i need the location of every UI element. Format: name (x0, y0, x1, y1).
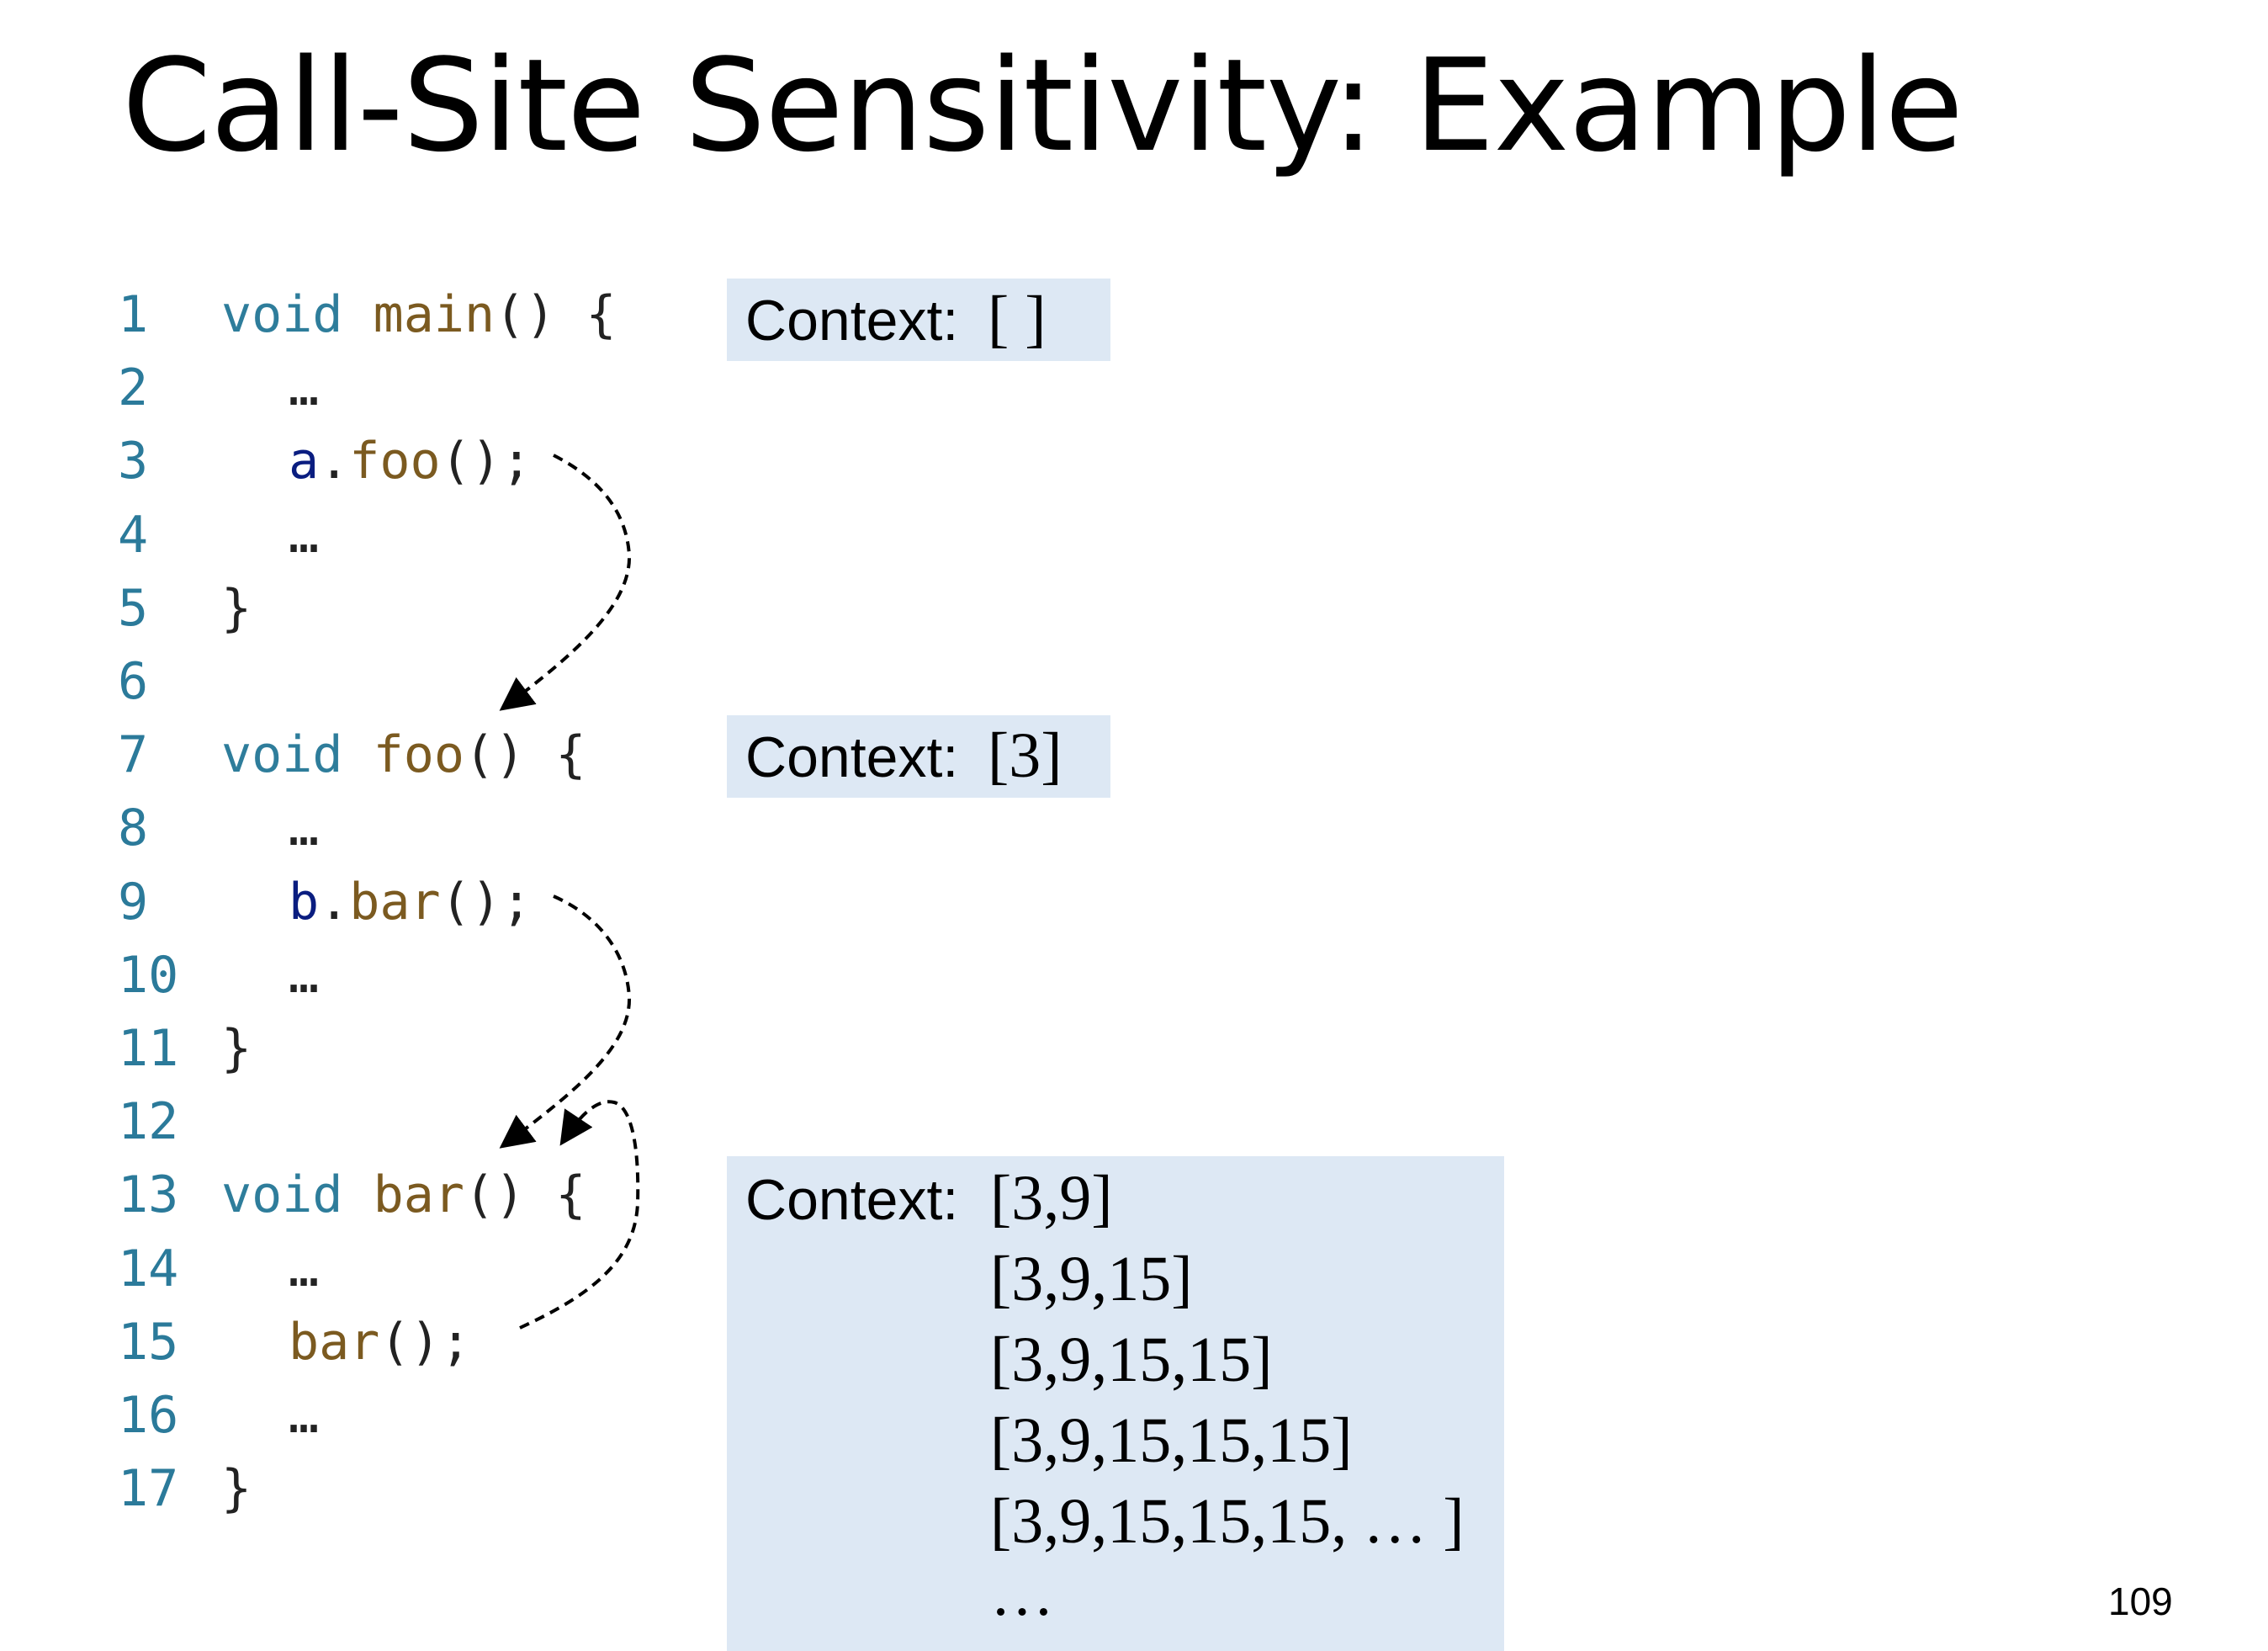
line-number: 10 (118, 945, 179, 1005)
code-line: 15 bar(); (0, 1306, 673, 1379)
code-token: . (319, 872, 350, 932)
slide-title: Call-Site Sensitivity: Example (122, 31, 1963, 180)
line-number: 17 (118, 1459, 179, 1519)
code-line: 9 b.bar(); (0, 866, 673, 939)
code-line: 5} (0, 572, 673, 645)
context-label: Context: (745, 725, 959, 789)
code-token: void (221, 725, 374, 785)
code-text: b.bar(); (289, 866, 532, 939)
code-line: 4… (0, 499, 673, 572)
line-number: 16 (118, 1386, 179, 1445)
code-line: 12 (0, 1086, 673, 1159)
code-token: foo (349, 432, 441, 491)
line-number: 9 (118, 872, 149, 932)
code-line: 2… (0, 352, 673, 425)
code-text: void bar() { (221, 1159, 586, 1232)
code-token: () { (464, 1165, 586, 1225)
context-label: Context: (745, 289, 959, 353)
code-line: 10 … (0, 939, 673, 1012)
page-number: 109 (2108, 1579, 2173, 1623)
code-line: 3 a.foo(); (0, 425, 673, 498)
code-line: 7 void foo() { (0, 719, 673, 792)
context-value: [3,9,15] (990, 1244, 1193, 1314)
code-token: … (289, 945, 320, 1005)
context-value: [3,9,15,15,15] (990, 1405, 1353, 1476)
code-token: } (221, 578, 252, 638)
code-token: … (289, 505, 320, 565)
code-token: … (289, 1239, 320, 1298)
code-text: … (289, 792, 319, 865)
code-line: 16 … (0, 1379, 673, 1452)
code-line: 17} (0, 1452, 673, 1526)
code-text: void main() { (221, 279, 617, 352)
line-number: 4 (118, 505, 149, 565)
code-text: bar(); (289, 1306, 471, 1379)
code-token: } (221, 1019, 252, 1078)
code-line: 11} (0, 1012, 673, 1086)
code-text: } (221, 1012, 252, 1086)
code-text: … (289, 939, 319, 1012)
context-box-main: Context: [ ] (727, 279, 1110, 361)
line-number: 11 (118, 1019, 179, 1078)
context-value: [3] (988, 720, 1062, 791)
code-token: … (289, 1386, 320, 1445)
code-line: 14 … (0, 1233, 673, 1306)
line-number: 14 (118, 1239, 179, 1298)
code-token: bar (349, 872, 441, 932)
code-token: (); (379, 1312, 471, 1372)
code-token: (); (440, 872, 532, 932)
code-text: … (289, 1233, 319, 1306)
code-line: 1 void main() { (0, 279, 673, 352)
context-value: [ ] (988, 284, 1047, 354)
line-number: 6 (118, 652, 149, 711)
context-label: Context: (745, 1168, 959, 1232)
code-token: bar (289, 1312, 380, 1372)
code-text: void foo() { (221, 719, 586, 792)
context-value: [3,9,15,15,15, … ] (990, 1486, 1465, 1557)
code-text: } (221, 572, 252, 645)
context-box-bar: Context: [3,9] [3,9,15] [3,9,15,15] [3,9… (727, 1156, 1504, 1651)
code-token: void (221, 285, 374, 344)
code-line: 8… (0, 792, 673, 865)
code-token: () { (495, 285, 617, 344)
code-text: … (289, 499, 319, 572)
code-token: () { (464, 725, 586, 785)
code-text: } (221, 1452, 252, 1526)
code-line: 13 void bar() { (0, 1159, 673, 1232)
code-text: … (289, 352, 319, 425)
code-token: void (221, 1165, 374, 1225)
context-value: [3,9,15,15] (990, 1325, 1273, 1395)
code-token: (); (440, 432, 532, 491)
context-box-foo: Context: [3] (727, 715, 1110, 798)
line-number: 15 (118, 1312, 179, 1372)
code-text: a.foo(); (289, 425, 532, 498)
code-token: bar (373, 1165, 464, 1225)
code-token: foo (373, 725, 464, 785)
line-number: 12 (118, 1092, 179, 1152)
code-line: 6 (0, 645, 673, 719)
code-token: main (373, 285, 495, 344)
line-number: 13 (118, 1165, 179, 1225)
code-token: … (289, 358, 320, 418)
line-number: 7 (118, 725, 149, 785)
line-number: 3 (118, 432, 149, 491)
line-number: 2 (118, 358, 149, 418)
line-number: 5 (118, 578, 149, 638)
code-token: … (289, 799, 320, 858)
line-number: 1 (118, 285, 149, 344)
line-number: 8 (118, 799, 149, 858)
code-token: b (289, 872, 320, 932)
code-token: . (319, 432, 350, 491)
code-token: a (289, 432, 320, 491)
context-value: … (990, 1558, 1054, 1629)
code-text: … (289, 1379, 319, 1452)
context-value: [3,9] (990, 1163, 1113, 1234)
code-token: } (221, 1459, 252, 1519)
